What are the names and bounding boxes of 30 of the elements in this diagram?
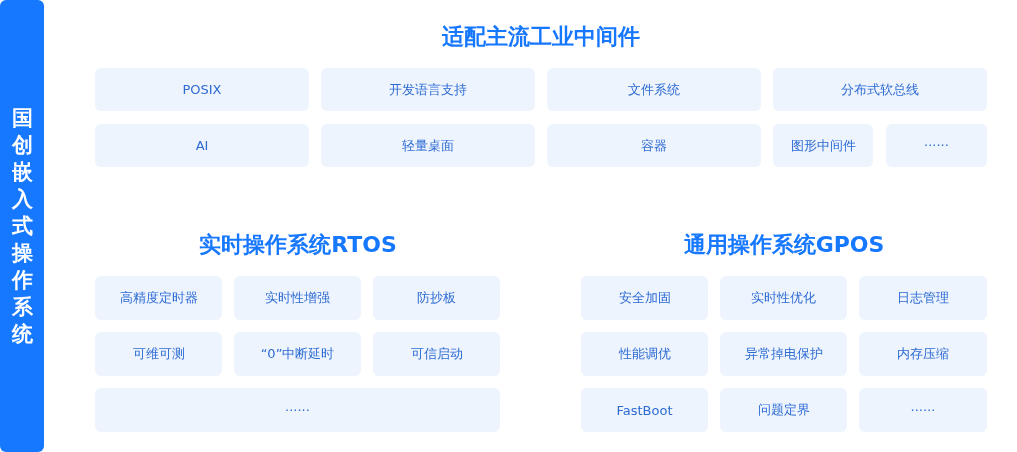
- feature-tile: “0”中断延时: [234, 332, 361, 376]
- feature-tile: ······: [859, 388, 987, 432]
- feature-tile: 图形中间件: [773, 124, 873, 167]
- feature-tile: 实时性增强: [234, 276, 361, 320]
- feature-tile: 问题定界: [720, 388, 847, 432]
- feature-tile: 内存压缩: [859, 332, 987, 376]
- section-heading: 适配主流工业中间件: [442, 23, 640, 51]
- feature-tile: 高精度定时器: [95, 276, 222, 320]
- feature-tile: FastBoot: [581, 388, 708, 432]
- feature-tile: AI: [95, 124, 309, 167]
- feature-tile: 安全加固: [581, 276, 708, 320]
- feature-tile: 容器: [547, 124, 761, 167]
- feature-tile: 分布式软总线: [773, 68, 987, 111]
- feature-tile: 异常掉电保护: [720, 332, 847, 376]
- feature-tile: 开发语言支持: [321, 68, 535, 111]
- section-heading: 通用操作系统GPOS: [683, 231, 885, 259]
- feature-tile: 实时性优化: [720, 276, 847, 320]
- band-title: 国创嵌入式操作系统: [10, 104, 34, 348]
- feature-tile: ······: [886, 124, 987, 167]
- section-heading: 实时操作系统RTOS: [199, 231, 397, 259]
- feature-tile: 轻量桌面: [321, 124, 535, 167]
- feature-tile: 可信启动: [373, 332, 500, 376]
- feature-tile: 性能调优: [581, 332, 708, 376]
- feature-tile: 文件系统: [547, 68, 761, 111]
- feature-tile: 日志管理: [859, 276, 987, 320]
- feature-tile: 可维可测: [95, 332, 222, 376]
- feature-tile: 防抄板: [373, 276, 500, 320]
- title-band: [0, 0, 44, 452]
- feature-tile: POSIX: [95, 68, 309, 111]
- feature-tile: ······: [95, 388, 500, 432]
